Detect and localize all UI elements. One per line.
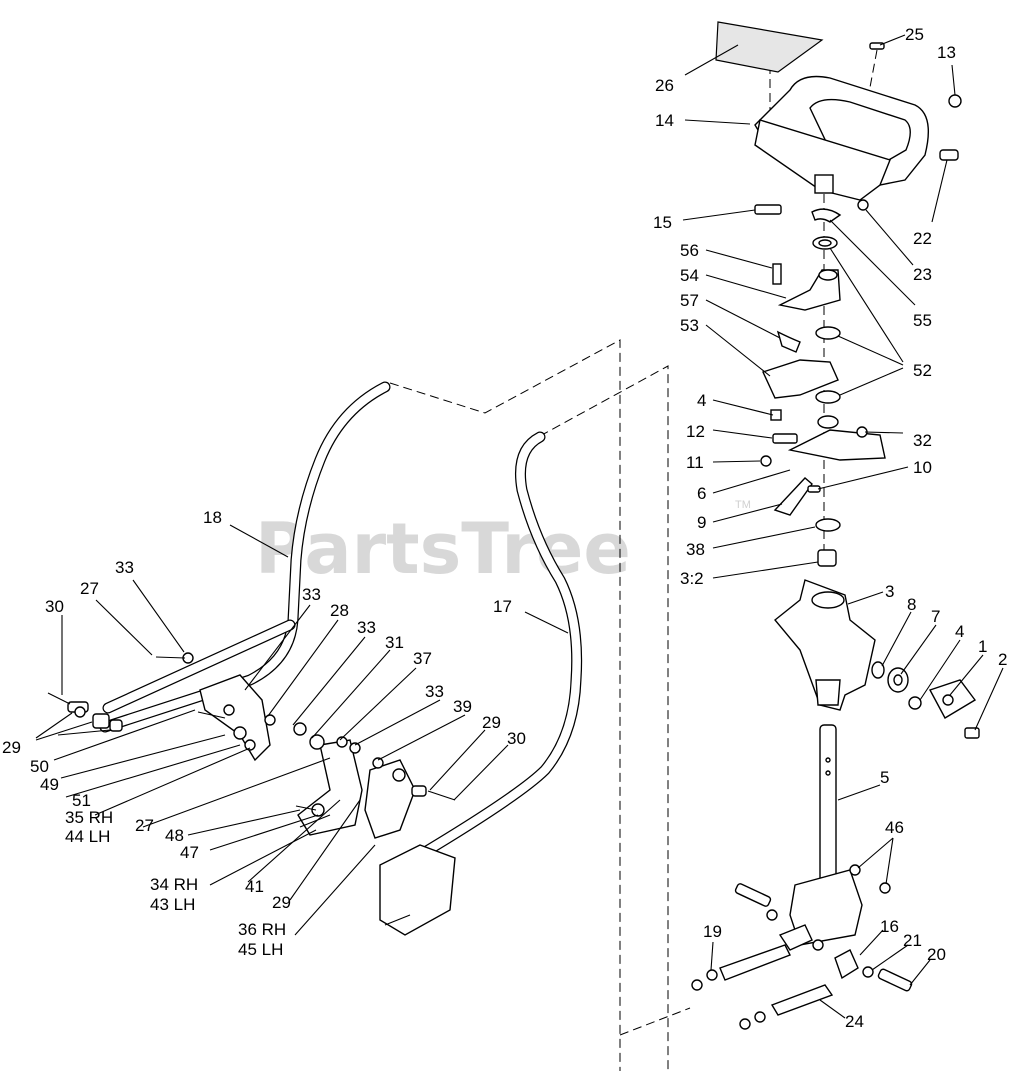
callout-27-a: 27 <box>80 579 99 598</box>
callout-1: 1 <box>978 637 987 656</box>
callout-46: 46 <box>885 818 904 837</box>
callout-3: 3 <box>885 582 894 601</box>
callout-2: 2 <box>998 650 1007 669</box>
callout-36-rh: 36 RH <box>238 920 286 939</box>
callout-38: 38 <box>686 540 705 559</box>
callout-52: 52 <box>913 361 932 380</box>
callout-44-lh: 44 LH <box>65 827 110 846</box>
callout-17: 17 <box>493 597 512 616</box>
callout-20: 20 <box>927 945 946 964</box>
callout-57: 57 <box>680 291 699 310</box>
callout-34-rh: 34 RH <box>150 875 198 894</box>
pivot-stack <box>760 208 886 567</box>
pivot-housing-3 <box>774 579 980 739</box>
callout-4-upper: 4 <box>697 391 706 410</box>
callout-6: 6 <box>697 484 706 503</box>
callout-47: 47 <box>180 843 199 862</box>
callout-29-a: 29 <box>2 738 21 757</box>
callout-12: 12 <box>686 422 705 441</box>
watermark-tm: TM <box>735 499 751 511</box>
left-bracket-assembly <box>47 652 456 936</box>
callout-33-b: 33 <box>302 585 321 604</box>
lower-linkage <box>691 864 913 1030</box>
callout-23: 23 <box>913 265 932 284</box>
callout-29-c: 29 <box>482 713 501 732</box>
callout-33-c: 33 <box>357 618 376 637</box>
callout-labels: 26 25 13 14 22 15 23 56 54 57 53 55 52 4… <box>2 25 1007 1031</box>
callout-9: 9 <box>697 513 706 532</box>
callout-33-d: 33 <box>425 682 444 701</box>
control-lever-18 <box>99 381 391 733</box>
callout-24: 24 <box>845 1012 864 1031</box>
callout-43-lh: 43 LH <box>150 895 195 914</box>
callout-32: 32 <box>913 431 932 450</box>
callout-50: 50 <box>30 757 49 776</box>
callout-48: 48 <box>165 826 184 845</box>
control-lever-17 <box>414 431 583 861</box>
callout-15: 15 <box>653 213 672 232</box>
callout-4-lower: 4 <box>955 622 964 641</box>
leader-lines <box>35 34 1004 1019</box>
handle-assembly <box>715 21 962 215</box>
callout-5: 5 <box>880 768 889 787</box>
callout-35-rh: 35 RH <box>65 808 113 827</box>
callout-28: 28 <box>330 601 349 620</box>
callout-30-b: 30 <box>507 729 526 748</box>
callout-3-2: 3:2 <box>680 569 704 588</box>
callout-27-b: 27 <box>135 816 154 835</box>
callout-33-a: 33 <box>115 558 134 577</box>
watermark: PartsTree <box>255 508 631 590</box>
callout-39: 39 <box>453 697 472 716</box>
callout-41: 41 <box>245 877 264 896</box>
callout-45-lh: 45 LH <box>238 940 283 959</box>
callout-18: 18 <box>203 508 222 527</box>
callout-16: 16 <box>880 917 899 936</box>
callout-29-b: 29 <box>272 893 291 912</box>
callout-56: 56 <box>680 241 699 260</box>
callout-37: 37 <box>413 649 432 668</box>
callout-49: 49 <box>40 775 59 794</box>
callout-13: 13 <box>937 43 956 62</box>
callout-21: 21 <box>903 931 922 950</box>
callout-11: 11 <box>686 453 704 472</box>
callout-26: 26 <box>655 76 674 95</box>
callout-14: 14 <box>655 111 674 130</box>
callout-51: 51 <box>72 791 91 810</box>
lever-arm <box>102 619 296 714</box>
callout-31: 31 <box>385 633 404 652</box>
callout-10: 10 <box>913 458 932 477</box>
callout-8: 8 <box>907 595 916 614</box>
callout-55: 55 <box>913 311 932 330</box>
callout-7: 7 <box>931 607 940 626</box>
callout-54: 54 <box>680 266 699 285</box>
callout-19: 19 <box>703 922 722 941</box>
callout-25: 25 <box>905 25 924 44</box>
callout-22: 22 <box>913 229 932 248</box>
callout-53: 53 <box>680 316 699 335</box>
callout-30-a: 30 <box>45 597 64 616</box>
